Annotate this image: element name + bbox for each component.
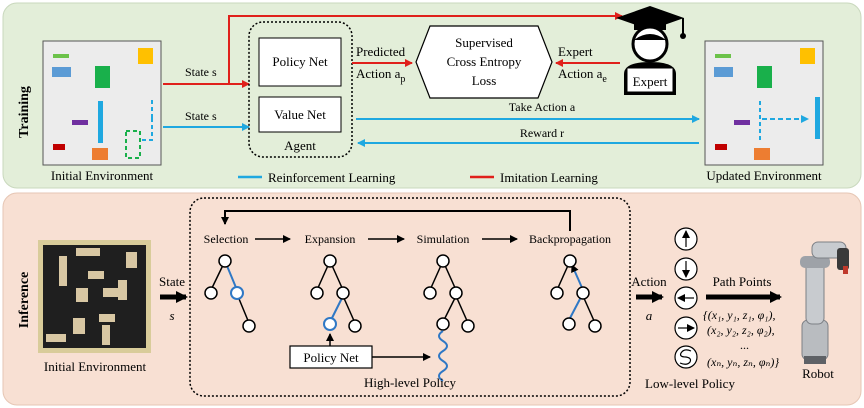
policy-net-label: Policy Net	[272, 54, 328, 69]
low-level-primitives	[674, 227, 698, 369]
expert-icon	[616, 6, 686, 95]
initial-environment-training-label: Initial Environment	[51, 168, 154, 183]
loss-line2: Cross Entropy	[447, 54, 522, 69]
agent-label: Agent	[284, 138, 316, 153]
inference-section-label: Inference	[17, 272, 32, 329]
stage-backpropagation: Backpropagation	[529, 232, 611, 246]
loss-hexagon	[415, 25, 553, 99]
high-level-policy-box	[189, 197, 631, 397]
legend-il-label: Imitation Learning	[500, 170, 598, 185]
tree-expansion	[310, 254, 362, 333]
path-points-label: Path Points	[713, 274, 772, 289]
tree-simulation	[423, 254, 475, 382]
policy-net-box	[258, 37, 342, 87]
inference-initial-environment-label: Initial Environment	[44, 359, 147, 374]
state-label-top: State s	[185, 65, 217, 79]
stage-simulation: Simulation	[417, 232, 470, 246]
expert-action-line2: Action ae	[558, 66, 607, 85]
agent-box	[248, 21, 353, 158]
loop-back-arrow	[221, 210, 571, 231]
training-section-label: Training	[17, 86, 32, 138]
rollout-squiggle	[438, 330, 448, 382]
inference-state-line2: s	[169, 308, 174, 323]
robot-label: Robot	[802, 366, 834, 381]
value-net-label: Value Net	[274, 107, 326, 122]
tree-selection	[204, 254, 256, 333]
updated-environment	[704, 40, 824, 166]
value-net-box	[258, 96, 342, 133]
legend-rl-label: Reinforcement Learning	[268, 170, 396, 185]
predicted-action-line2: Action ap	[356, 66, 405, 85]
path-line-3: ...	[740, 338, 749, 352]
initial-environment-training	[42, 40, 162, 166]
inference-state-line1: State	[159, 274, 185, 289]
inference-policy-net-label: Policy Net	[303, 350, 359, 365]
take-action-label: Take Action a	[509, 100, 576, 114]
loss-line3: Loss	[472, 73, 497, 88]
updated-environment-label: Updated Environment	[706, 168, 822, 183]
expert-action-line1: Expert	[558, 44, 593, 59]
expert-label: Expert	[633, 74, 668, 89]
loss-line1: Supervised	[455, 35, 513, 50]
predicted-action-line1: Predicted	[356, 44, 406, 59]
path-line-2: (x₂, y₂, z₂, φ₂),	[707, 323, 775, 337]
path-line-1: {(x₁, y₁, z₁, φ₁),	[703, 308, 775, 322]
tree-backpropagation	[550, 254, 602, 333]
low-level-policy-label: Low-level Policy	[645, 376, 735, 391]
state-label-bottom: State s	[185, 109, 217, 123]
inference-action-line2: a	[646, 308, 653, 323]
reward-label: Reward r	[520, 126, 564, 140]
stage-expansion: Expansion	[305, 232, 356, 246]
path-line-4: (xₙ, yₙ, zₙ, φₙ)}	[707, 355, 779, 369]
inference-action-line1: Action	[631, 274, 667, 289]
high-level-policy-label: High-level Policy	[364, 375, 457, 390]
state-to-expert-arrow	[228, 12, 623, 84]
inference-initial-environment-photo	[38, 240, 151, 353]
stage-selection: Selection	[204, 232, 249, 246]
robot-arm-icon	[800, 241, 849, 364]
